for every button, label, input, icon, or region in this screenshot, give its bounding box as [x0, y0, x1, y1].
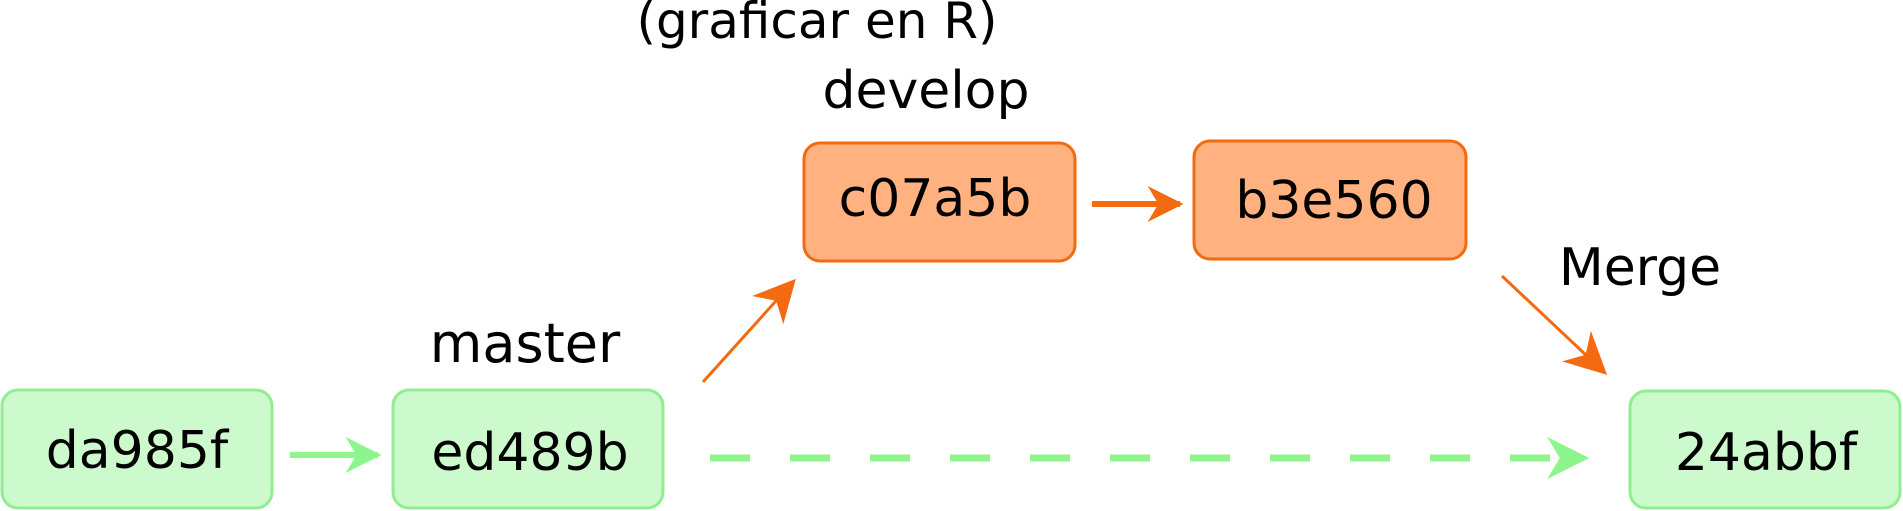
commit-hash-label: b3e560	[1235, 171, 1432, 231]
merge-label: Merge	[1559, 238, 1721, 298]
commit-node-b3e560: b3e560	[1192, 139, 1468, 261]
master-branch-label: master	[430, 312, 621, 375]
develop-branch-label: develop	[822, 61, 1029, 121]
commit-node-c07a5b: c07a5b	[802, 141, 1077, 263]
commit-hash-label: da985f	[46, 421, 230, 481]
arrow-b3e560-to-24abbf-merge	[1500, 274, 1608, 375]
commit-hash-label: c07a5b	[839, 169, 1032, 229]
commit-hash-label: 24abbf	[1675, 423, 1859, 483]
develop-note-label: (graficar en R)	[636, 0, 997, 50]
commit-node-da985f: da985f	[0, 388, 274, 510]
commit-node-24abbf: 24abbf	[1628, 389, 1902, 510]
arrow-ed489b-to-c07a5b	[701, 278, 796, 384]
commit-node-ed489b: ed489b	[391, 388, 665, 510]
commit-hash-label: ed489b	[431, 423, 628, 483]
